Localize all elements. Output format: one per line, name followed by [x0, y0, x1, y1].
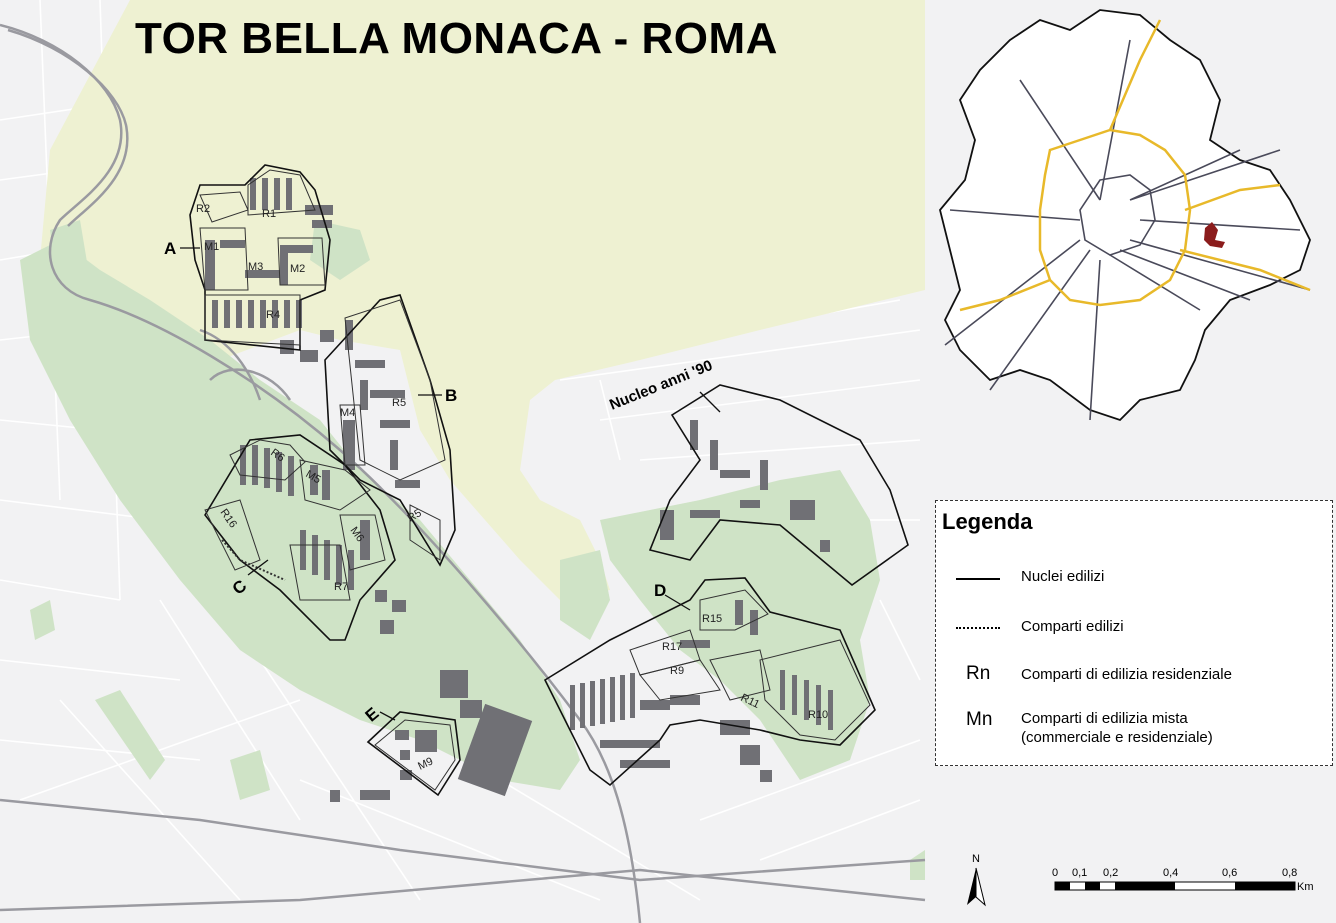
- leader-lines: [180, 247, 721, 721]
- label-r9: R9: [670, 665, 684, 677]
- inset-ring-road: [959, 19, 1311, 312]
- legend-dotted-line-icon: [956, 627, 1000, 629]
- comparti-outlines: [199, 169, 871, 791]
- north-arrow-icon: N: [967, 853, 986, 907]
- label-r15: R15: [702, 613, 722, 625]
- map-title: TOR BELLA MONACA - ROMA: [135, 14, 778, 63]
- scale-bar: 0 0,1 0,2 0,4 0,6 0,8 Km: [1052, 867, 1314, 893]
- park-area: [40, 0, 925, 600]
- legend-item-comparti: Comparti edilizi: [1021, 618, 1124, 635]
- label-r4: R4: [266, 309, 280, 321]
- scale-label-0: 0: [1052, 867, 1058, 879]
- zone-d-outline: [543, 577, 876, 787]
- label-r2: R2: [196, 203, 210, 215]
- buildings: [205, 178, 833, 802]
- zone-label-d: D: [654, 581, 666, 600]
- legend-solid-line-icon: [956, 578, 1000, 580]
- scale-unit: Km: [1297, 881, 1314, 893]
- nuclei-outlines: [189, 164, 909, 797]
- scale-label-5: 0,8: [1282, 867, 1297, 879]
- legend-code-rn: Rn: [966, 663, 991, 684]
- zone-c-outline: [204, 434, 396, 641]
- scale-label-4: 0,6: [1222, 867, 1237, 879]
- scale-label-1: 0,1: [1072, 867, 1087, 879]
- label-m2: M2: [290, 263, 305, 275]
- legend-title: Legenda: [942, 509, 1033, 534]
- label-r17: R17: [662, 641, 682, 653]
- scale-label-2: 0,2: [1103, 867, 1118, 879]
- inset-map-rome: [939, 9, 1311, 422]
- label-r5: R5: [392, 397, 406, 409]
- zone-nucleo90-outline: [648, 384, 909, 587]
- legend-box: Legenda Nuclei edilizi Comparti edilizi …: [935, 500, 1333, 766]
- north-label: N: [972, 853, 980, 865]
- legend-item-mista-sub: (commerciale e residenziale): [1021, 729, 1213, 746]
- zone-label-b: B: [445, 386, 457, 405]
- legend-item-nuclei: Nuclei edilizi: [1021, 568, 1105, 585]
- comparto-dotted: [221, 539, 286, 581]
- zone-b-outline: [324, 294, 456, 567]
- label-r7: R7: [334, 581, 348, 593]
- zone-e-outline: [366, 711, 461, 797]
- inset-highlight: [1204, 222, 1225, 248]
- label-m9: M9: [416, 755, 435, 772]
- zone-a-outline: [189, 164, 331, 351]
- label-r10: R10: [808, 709, 828, 721]
- legend-item-residenziale: Comparti di edilizia residenziale: [1021, 666, 1232, 683]
- zone-label-a: A: [164, 239, 176, 258]
- legend-code-mn: Mn: [966, 709, 993, 730]
- label-m1: M1: [204, 241, 219, 253]
- inset-city-boundary: [939, 9, 1311, 422]
- label-m3: M3: [248, 261, 263, 273]
- scale-label-3: 0,4: [1163, 867, 1178, 879]
- legend-item-mista: Comparti di edilizia mista: [1021, 710, 1188, 727]
- label-m4: M4: [340, 407, 355, 419]
- label-r1: R1: [262, 208, 276, 220]
